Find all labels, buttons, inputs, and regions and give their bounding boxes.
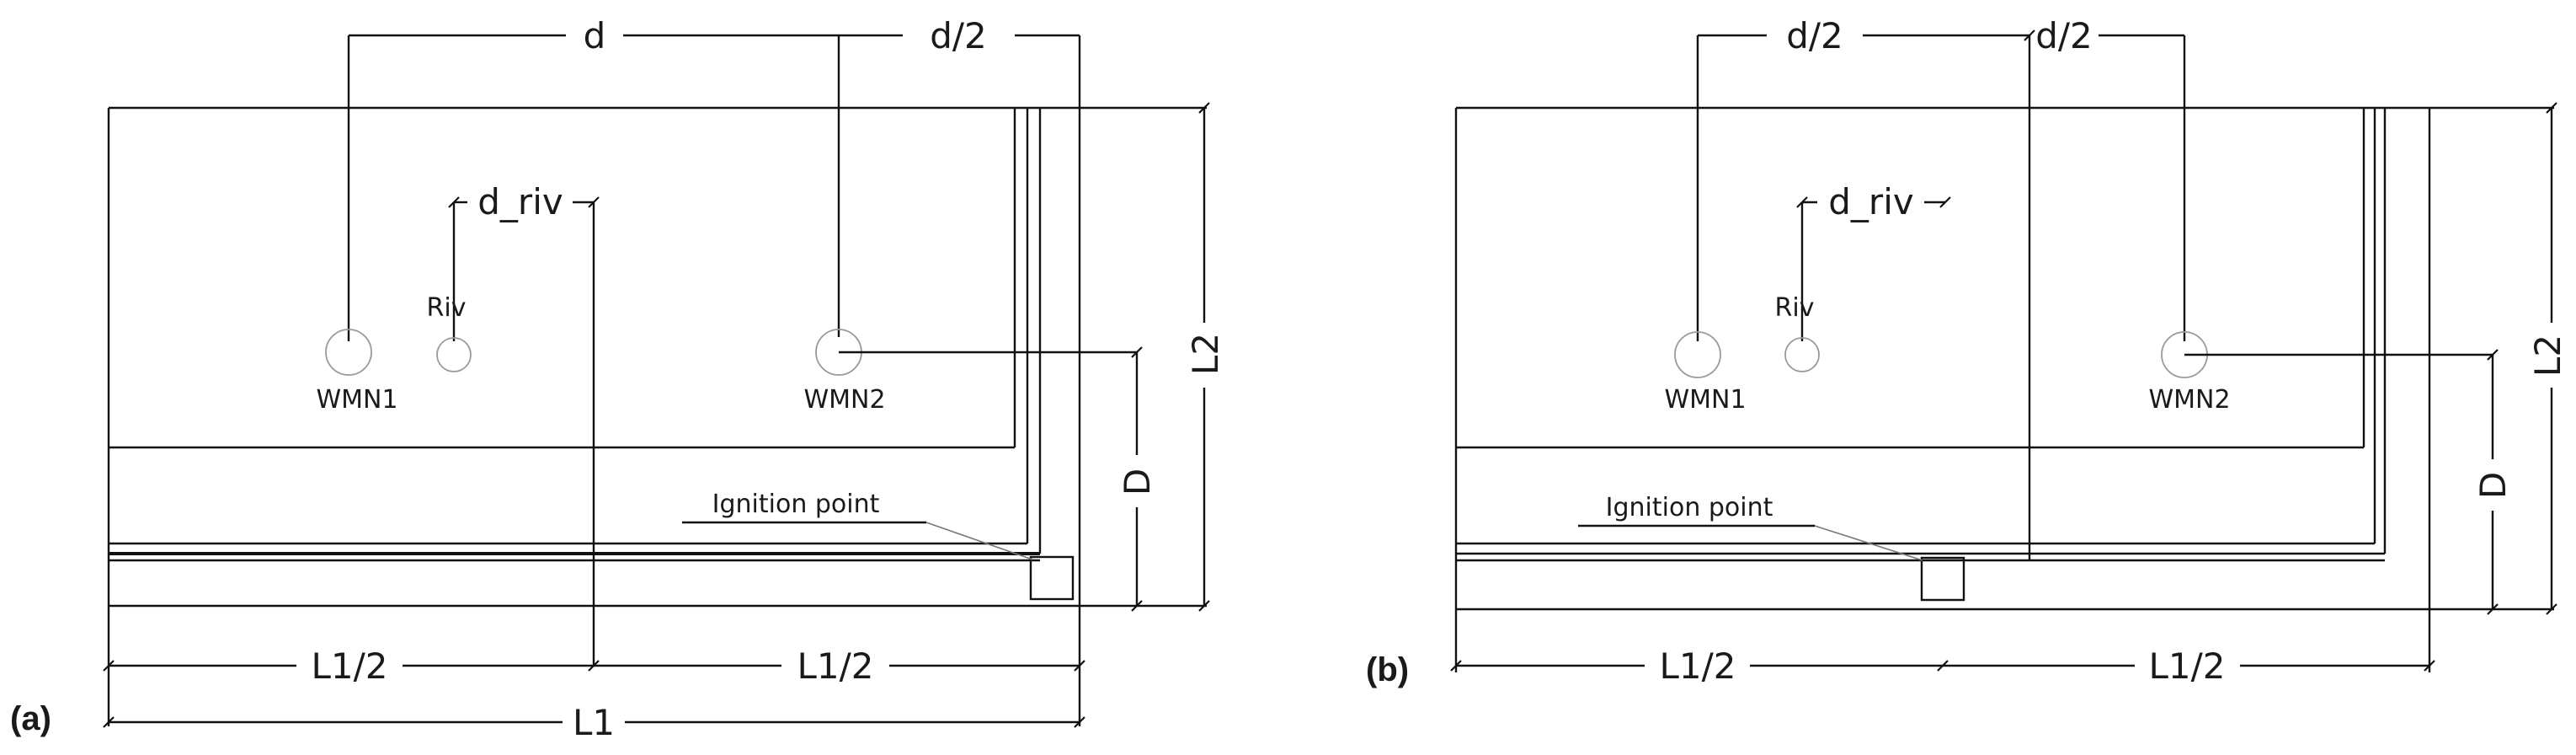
riv-sensor-icon (436, 337, 472, 372)
tunnel-outline-b (1454, 106, 2554, 611)
dim-label-L1-half-right-b: L1/2 (2149, 645, 2226, 687)
dim-L1-half-b: L1/2 L1/2 (1450, 609, 2435, 687)
dim-D-b: D (2472, 349, 2514, 615)
dim-label-d-half-right-b: d/2 (2035, 15, 2093, 56)
dim-label-L1-half-left-b: L1/2 (1660, 645, 1736, 687)
dim-D-a: D (1117, 346, 1158, 612)
dim-d-a: d (347, 15, 839, 341)
dim-d-riv-a: d_riv (448, 181, 600, 666)
dim-label-D-b: D (2472, 472, 2514, 499)
dim-label-d-riv-b: d_riv (1828, 181, 1913, 222)
dim-L2-a: L2 (1080, 102, 1226, 612)
wmn2-label-a: WMN2 (803, 385, 885, 415)
sensor-wmn1-b: WMN1 (1664, 331, 1747, 415)
riv-sensor-icon (1784, 337, 1820, 372)
dim-label-L1-half-right-a: L1/2 (797, 645, 874, 687)
wmn1-label-a: WMN1 (316, 385, 397, 415)
dim-d-half-b: d/2 d/2 (1696, 15, 2186, 560)
sensor-wmn2-a: WMN2 (803, 329, 1137, 415)
ignition-label-b: Ignition point (1606, 493, 1773, 522)
riv-label-a: Riv (427, 293, 467, 323)
dim-label-d-half-a: d/2 (930, 15, 987, 56)
panel-a: d d/2 d_riv WMN1 Riv (10, 15, 1226, 743)
dim-L1-a: L1 (103, 702, 1085, 743)
sensor-riv-b: Riv (1775, 293, 1820, 372)
dim-label-D-a: D (1117, 469, 1158, 495)
wmn1-sensor-icon (1674, 331, 1721, 378)
tunnel-outline-a (107, 106, 1207, 608)
ignition-box-icon (1029, 555, 1075, 601)
ignition-point-b: Ignition point (1578, 493, 1965, 602)
dim-label-d-half-left-b: d/2 (1786, 15, 1843, 56)
panel-label-a: (a) (10, 700, 51, 737)
ignition-box-icon (1920, 556, 1965, 602)
dim-d-half-a: d/2 (837, 15, 1081, 606)
riv-label-b: Riv (1775, 293, 1815, 323)
sensor-wmn2-b: WMN2 (2148, 331, 2493, 415)
dim-L1-half-a: L1/2 L1/2 (103, 606, 1085, 726)
ignition-label-a: Ignition point (712, 490, 880, 519)
panel-label-b: (b) (1366, 651, 1409, 688)
dim-d-riv-b: d_riv (1796, 181, 1951, 341)
dim-label-d-a: d (584, 15, 606, 56)
dim-label-d-riv-a: d_riv (477, 181, 563, 222)
dim-label-L2-b: L2 (2527, 335, 2568, 377)
sensor-riv-a: Riv (427, 293, 472, 372)
wmn1-label-b: WMN1 (1664, 385, 1746, 415)
dim-label-L1-a: L1 (573, 702, 615, 743)
sensor-wmn1-a: WMN1 (316, 329, 398, 415)
wmn1-sensor-icon (325, 329, 372, 376)
wmn2-label-b: WMN2 (2148, 385, 2230, 415)
panel-b: d/2 d/2 d_riv WMN1 Riv WMN2 (1366, 15, 2568, 688)
dim-L2-b: L2 (2527, 102, 2568, 615)
ignition-point-a: Ignition point (682, 490, 1075, 601)
dim-label-L2-a: L2 (1185, 333, 1226, 375)
dim-label-L1-half-left-a: L1/2 (312, 645, 388, 687)
